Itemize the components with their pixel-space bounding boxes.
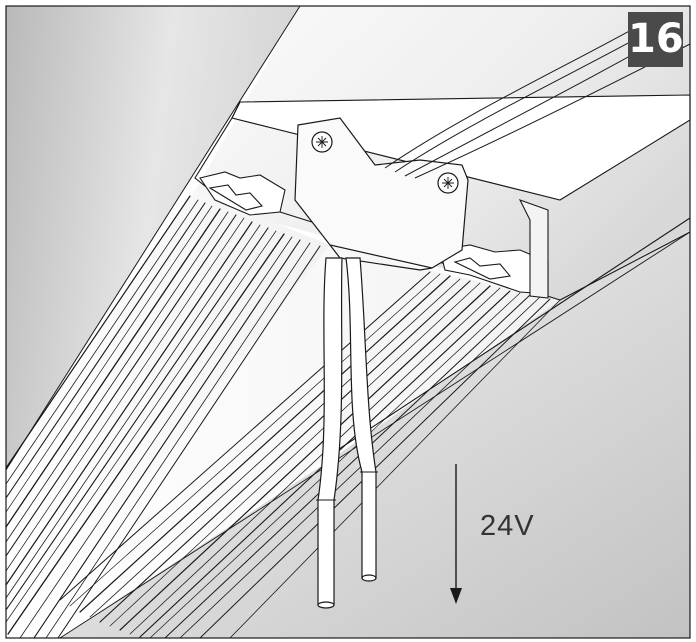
- connector-clip: [294, 117, 469, 271]
- frame-border: [5, 5, 691, 639]
- voltage-label: 24V: [480, 510, 535, 542]
- led-profile: [5, 5, 691, 639]
- power-wires: [316, 257, 378, 609]
- down-arrow-icon: [450, 464, 462, 604]
- mounting-rail: [194, 94, 691, 301]
- step-number-badge: 16: [628, 12, 684, 67]
